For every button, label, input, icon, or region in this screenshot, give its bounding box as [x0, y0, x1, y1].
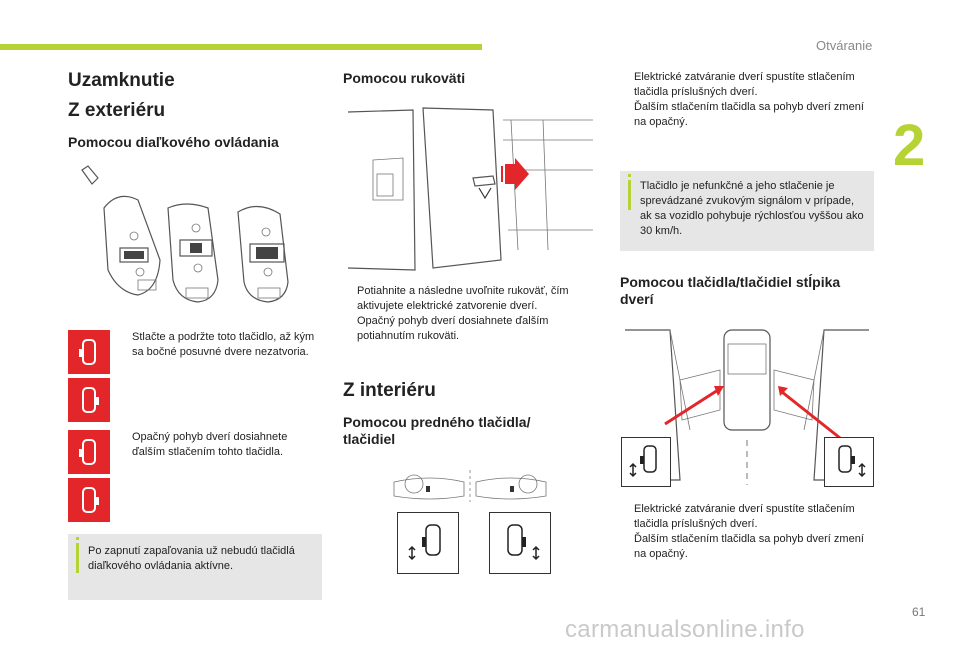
bullet-door-button-start: Elektrické zatváranie dverí spustíte stl… — [634, 71, 855, 98]
heading-main: Uzamknutie — [68, 70, 175, 91]
sliding-door-button-3 — [68, 430, 110, 474]
pillar-button-right — [824, 437, 874, 487]
info-box-remote: Po zapnutí zapaľovania už nebudú tlačidl… — [68, 534, 322, 600]
pillar-button-left — [621, 437, 671, 487]
sliding-door-icon — [408, 524, 441, 561]
page-number: 61 — [912, 605, 926, 619]
info-icon — [628, 174, 631, 210]
remote-key-icon — [81, 165, 289, 303]
door-pillar-button-icon — [838, 445, 866, 478]
sliding-door-button-1 — [68, 330, 110, 374]
bullet-pillar-start: Elektrické zatváranie dverí spustíte stl… — [634, 503, 855, 530]
header-accent-bar — [0, 44, 482, 50]
sliding-door-icon — [79, 339, 96, 365]
info-icon — [76, 537, 79, 573]
heading-sub: Z exteriéru — [68, 100, 166, 121]
heading-section-handle: Pomocou rukoväti — [343, 70, 466, 86]
info-box-speed: Tlačidlo je nefunkčné a jeho stlačenie j… — [620, 171, 874, 251]
bullet-remote-press: Stlačte a podržte toto tlačidlo, až kým … — [132, 331, 315, 358]
heading-interior: Z interiéru — [343, 380, 436, 401]
remote-keys-illustration — [68, 160, 322, 310]
chapter-number: 2 — [893, 113, 926, 178]
heading-section-pillar-button: Pomocou tlačidla/tlačidiel stĺpika dverí — [620, 274, 841, 307]
sliding-door-icon — [82, 387, 99, 413]
chapter-title: Otváranie — [816, 38, 873, 53]
heading-section-remote: Pomocou diaľkového ovládania — [68, 134, 279, 150]
sliding-door-icon — [79, 439, 96, 465]
bullet-door-button-reverse: Ďalším stlačením tlačidla sa pohyb dverí… — [634, 101, 864, 128]
sliding-door-icon — [82, 487, 99, 513]
front-button-right — [489, 512, 551, 574]
watermark: carmanualsonline.info — [565, 616, 805, 643]
heading-section-front-button: Pomocou predného tlačidla/ tlačidiel — [343, 414, 531, 447]
sliding-door-button-2 — [68, 378, 110, 422]
bullet-pillar-reverse: Ďalším stlačením tlačidla sa pohyb dverí… — [634, 533, 864, 560]
bullet-remote-reverse: Opačný pohyb dverí dosiahnete ďalším stl… — [132, 431, 288, 458]
overhead-console-icon — [393, 470, 547, 502]
sliding-door-button-4 — [68, 478, 110, 522]
sliding-door-icon — [507, 524, 540, 561]
van-handle-illustration — [343, 100, 597, 275]
bullet-handle-pull: Potiahnite a následne uvoľnite rukoväť, … — [357, 285, 569, 312]
door-pillar-button-icon — [629, 445, 657, 478]
front-button-left — [397, 512, 459, 574]
bullet-handle-reverse: Opačný pohyb dverí dosiahnete ďalším pot… — [357, 315, 549, 342]
